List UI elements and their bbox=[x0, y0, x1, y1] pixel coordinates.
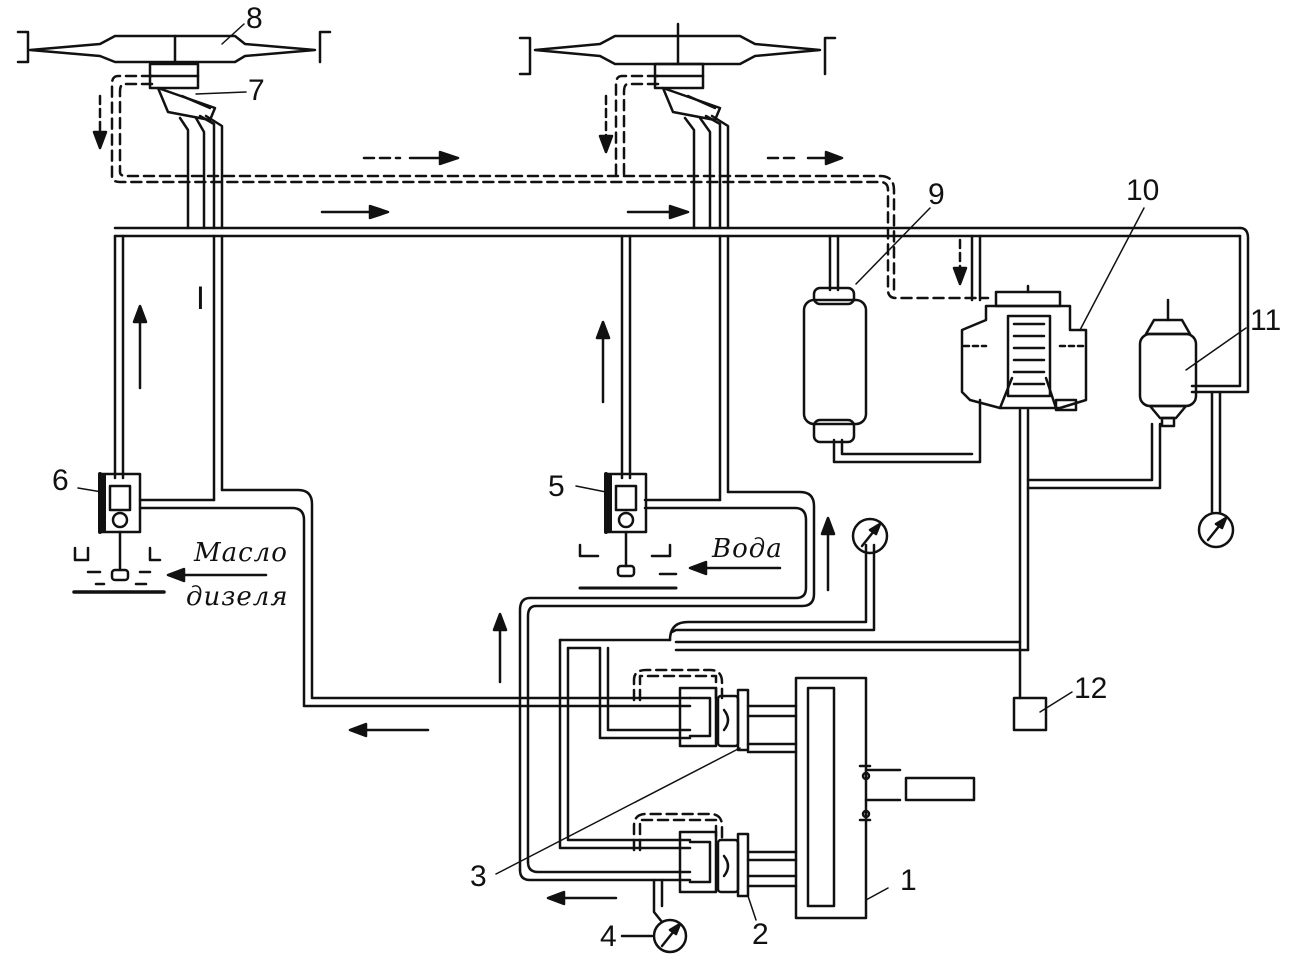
callout-9: 9 bbox=[928, 178, 945, 211]
heat-exchanger-10 bbox=[960, 284, 1088, 412]
engine-gearbox-1 bbox=[746, 676, 976, 920]
callout-3: 3 bbox=[470, 860, 487, 893]
circuit-label-roman-one: I bbox=[196, 280, 205, 316]
main-piping bbox=[113, 114, 1250, 882]
fan-right bbox=[518, 22, 837, 76]
pump-6 bbox=[72, 472, 166, 594]
oil-label-line2: дизеля bbox=[186, 582, 289, 612]
callout-6: 6 bbox=[52, 464, 69, 497]
callout-12: 12 bbox=[1074, 672, 1108, 705]
callout-5: 5 bbox=[548, 470, 565, 503]
callout-1: 1 bbox=[900, 864, 917, 897]
pump-5 bbox=[578, 472, 678, 590]
callout-11: 11 bbox=[1250, 304, 1282, 337]
fan-drive-left bbox=[148, 62, 217, 122]
fan-left bbox=[16, 30, 332, 64]
pump-unit-lower-2 bbox=[678, 830, 750, 898]
callout-10: 10 bbox=[1126, 174, 1160, 207]
pressure-gauge-upper bbox=[851, 517, 889, 555]
filter-9 bbox=[802, 286, 868, 444]
callout-2: 2 bbox=[752, 918, 769, 951]
pressure-gauge-4 bbox=[620, 878, 688, 954]
leader-lines bbox=[77, 23, 1247, 921]
pump-unit-upper bbox=[678, 686, 750, 752]
oil-label-line1: Масло bbox=[194, 538, 288, 568]
fan-drive-right bbox=[653, 62, 722, 122]
tank-12 bbox=[1012, 696, 1048, 732]
callout-4: 4 bbox=[600, 920, 617, 953]
callout-7: 7 bbox=[248, 74, 265, 107]
callout-8: 8 bbox=[246, 2, 263, 35]
pressure-gauge-right bbox=[1197, 511, 1235, 549]
water-label: Вода bbox=[712, 534, 783, 564]
flow-arrows bbox=[92, 94, 968, 906]
filter-11 bbox=[1138, 298, 1198, 428]
